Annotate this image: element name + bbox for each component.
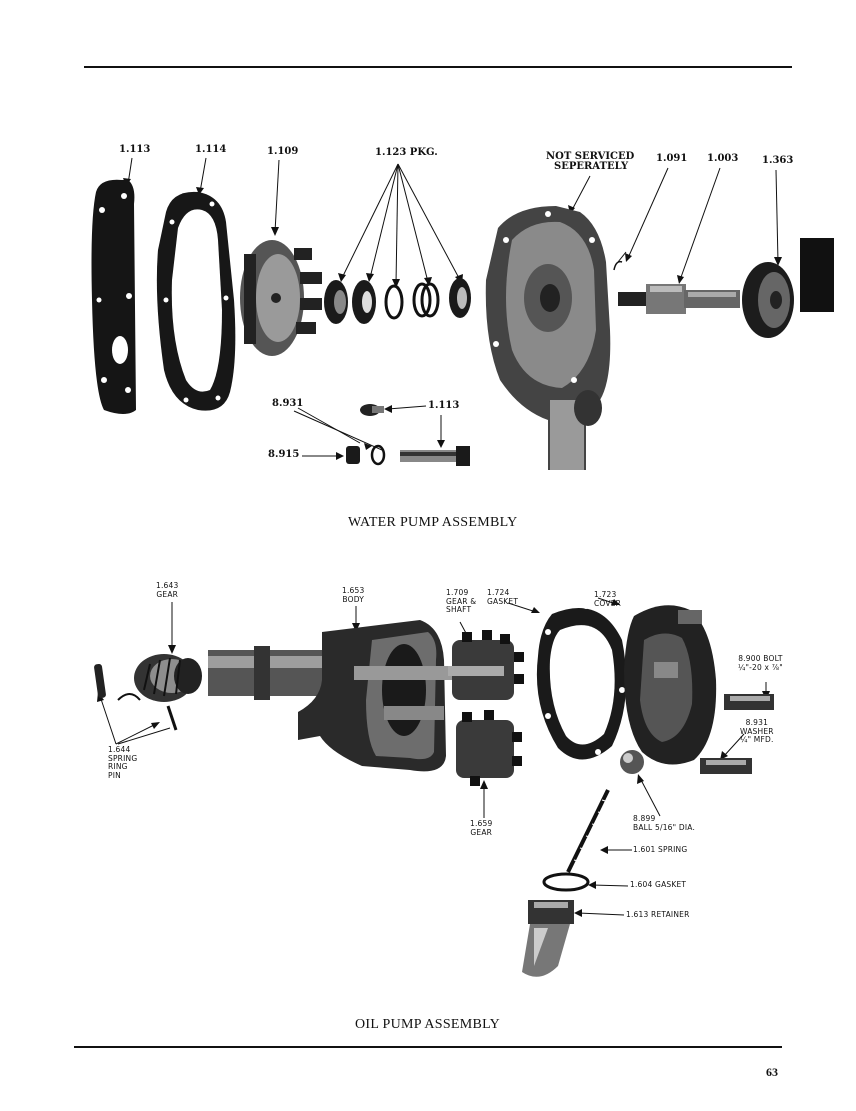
label-1644-spring-ring-pin: 1.644 SPRING RING PIN — [108, 745, 138, 781]
label-1709-text2: SHAFT — [446, 605, 472, 615]
label-1113-screw: 1.113 — [428, 400, 460, 411]
label-8915-nut: 8.915 — [268, 449, 300, 460]
label-1644-number: 1.644 — [108, 745, 131, 754]
label-8899-ball: 8.899 BALL 5/16" DIA. — [633, 814, 696, 832]
label-1114-gasket: 1.114 — [195, 144, 227, 155]
label-1653-text: BODY — [342, 594, 365, 604]
oil-pump-caption: OIL PUMP ASSEMBLY — [355, 1017, 501, 1032]
label-8931-size: ¼" MFD. — [740, 735, 774, 745]
water-pump-caption: WATER PUMP ASSEMBLY — [348, 515, 518, 530]
label-not-serviced: NOT SERVICED — [546, 151, 635, 162]
label-1709-number: 1.709 — [446, 588, 469, 597]
thumb-index-tab — [800, 238, 834, 312]
label-8900-bolt: 8.900 BOLT ¼"-20 x ⅞" — [738, 654, 783, 672]
label-1709-text1: GEAR & — [446, 596, 477, 606]
label-1643-number: 1.643 — [156, 581, 179, 590]
label-1724-gasket: 1.724 GASKET — [487, 588, 519, 606]
label-8931-washer-oil: 8.931 WASHER ¼" MFD. — [740, 718, 774, 745]
bottom-rule — [74, 1046, 782, 1048]
label-1613-retainer: 1.613 RETAINER — [626, 910, 690, 919]
top-rule — [84, 66, 792, 68]
label-1653-number: 1.653 — [342, 586, 365, 595]
label-8900-size: ¼"-20 x ⅞" — [738, 662, 783, 672]
label-1724-number: 1.724 — [487, 588, 510, 597]
label-1643-gear: 1.643 GEAR — [156, 581, 179, 599]
label-1003-shaft: 1.003 — [707, 153, 739, 164]
label-1723-text: COVER — [594, 598, 622, 608]
label-1123-pkg: 1.123 PKG. — [375, 147, 438, 158]
label-1113-cover: 1.113 — [119, 144, 151, 155]
label-1644-pin: PIN — [108, 770, 121, 780]
label-1724-text: GASKET — [487, 596, 519, 606]
label-8900-number: 8.900 BOLT — [738, 654, 783, 663]
label-1659-text: GEAR — [470, 827, 493, 837]
label-8931-number: 8.931 — [745, 718, 769, 727]
label-1643-text: GEAR — [156, 589, 179, 599]
label-1723-number: 1.723 — [594, 590, 617, 599]
label-1653-body: 1.653 BODY — [342, 586, 365, 604]
label-1363-hub: 1.363 — [762, 155, 794, 166]
label-1723-cover: 1.723 COVER — [594, 590, 622, 608]
label-1604-gasket: 1.604 GASKET — [630, 880, 687, 889]
label-1709-gear-shaft: 1.709 GEAR & SHAFT — [446, 588, 477, 615]
label-1659-gear: 1.659 GEAR — [470, 819, 493, 837]
label-8931-text: WASHER — [740, 726, 774, 736]
label-8931-washer: 8.931 — [272, 398, 304, 409]
label-1644-ring: RING — [108, 762, 128, 772]
label-1601-spring: 1.601 SPRING — [633, 845, 688, 854]
page-number: 63 — [766, 1065, 778, 1079]
label-seperately: SEPERATELY — [554, 161, 629, 172]
label-1091-key: 1.091 — [656, 153, 688, 164]
label-1109-impeller: 1.109 — [267, 146, 299, 157]
label-8899-text: BALL 5/16" DIA. — [633, 822, 696, 832]
label-1659-number: 1.659 — [470, 819, 493, 828]
label-1644-spring: SPRING — [108, 753, 138, 763]
label-8899-number: 8.899 — [633, 814, 656, 823]
